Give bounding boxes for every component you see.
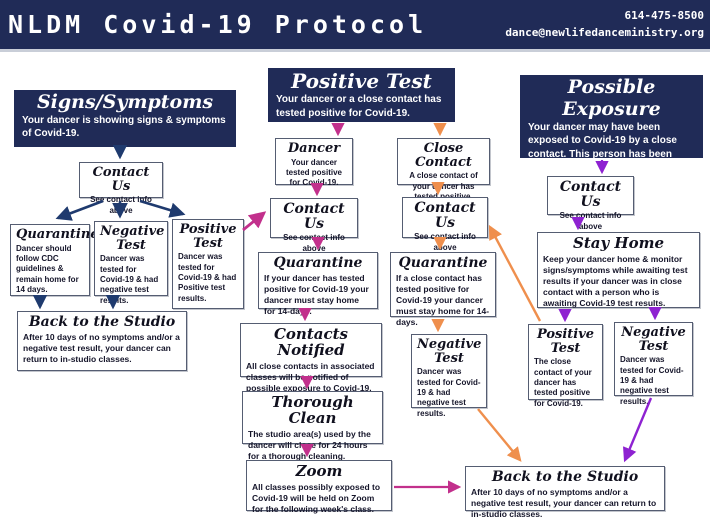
arrow-signs-positive-to-contact (242, 211, 267, 232)
box-body: Keep your dancer home & monitor signs/sy… (543, 253, 688, 308)
close-contact-negative-test-box: Negative Test Dancer was tested for Covi… (411, 334, 487, 418)
box-title: Contact Us (414, 200, 476, 231)
box-title: Close Contact (415, 141, 472, 170)
box-title: Negative Test (417, 337, 482, 366)
email-address: dance@newlifedanceministry.org (505, 25, 704, 39)
signs-negative-test-box: Negative Test Dancer was tested for Covi… (94, 221, 168, 305)
signs-back-to-studio-box: Back to the Studio After 10 days of no s… (17, 311, 187, 371)
box-title: Negative Test (100, 224, 165, 253)
box-body: Dancer was tested for Covid-19 & had neg… (100, 254, 159, 305)
arrow-exp-negative-to-back (623, 397, 653, 463)
possible-exposure-banner: Possible Exposure Your dancer may have b… (520, 75, 703, 187)
box-title: Positive Test (536, 327, 595, 356)
box-title: Contact Us (559, 179, 622, 210)
signs-positive-test-box: Positive Test Dancer was tested for Covi… (172, 219, 244, 309)
box-title: Stay Home (572, 234, 664, 252)
banner-title: Positive Test (291, 69, 432, 93)
phone-number: 614-475-8500 (624, 9, 704, 22)
arrow-negative-cc-to-back (477, 408, 522, 462)
box-title: Contact Us (283, 201, 345, 232)
banner-title: Possible Exposure (562, 76, 661, 120)
stay-home-box: Stay Home Keep your dancer home & monito… (537, 232, 700, 308)
box-body: If a close contact has tested positive f… (396, 272, 490, 327)
box-body: The close contact of your dancer has tes… (534, 357, 592, 408)
box-body: All classes possibly exposed to Covid-19… (252, 481, 381, 514)
signs-symptoms-banner: Signs/Symptoms Your dancer is showing si… (14, 90, 236, 147)
banner-body: Your dancer or a close contact has teste… (276, 94, 442, 119)
banner-title: Signs/Symptoms (36, 91, 214, 113)
box-title: Back to the Studio (491, 469, 639, 485)
box-body: Your dancer tested positive for Covid-19… (285, 157, 342, 188)
box-title: Dancer (287, 141, 341, 156)
signs-quarantine-box: Quarantine Dancer should follow CDC guid… (10, 224, 99, 296)
header-contact-info: 614-475-8500 dance@newlifedanceministry.… (505, 8, 704, 41)
box-title: Contact Us (92, 165, 150, 194)
box-title: Quarantine (398, 255, 488, 271)
banner-body: Your dancer is showing signs & symptoms … (22, 114, 226, 140)
box-title: Negative Test (621, 325, 686, 354)
box-body: Dancer should follow CDC guidelines & re… (16, 243, 79, 295)
dancer-quarantine-box: Quarantine If your dancer has tested pos… (258, 252, 378, 316)
box-title: Zoom (295, 462, 343, 480)
contacts-notified-box: Contacts Notified All close contacts in … (240, 323, 382, 393)
arrow-exp-positive-to-contact-cc (488, 224, 542, 322)
positive-test-banner: Positive Test Your dancer or a close con… (268, 68, 455, 122)
box-body: The studio area(s) used by the dancer wi… (248, 428, 371, 461)
box-title: Positive Test (179, 222, 237, 251)
dancer-box: Dancer Your dancer tested positive for C… (275, 138, 353, 187)
box-body: All close contacts in associated classes… (246, 360, 375, 393)
header-bar: NLDM Covid-19 Protocol 614-475-8500 danc… (0, 0, 710, 52)
box-body: See contact info above (90, 195, 152, 215)
signs-contact-us-box: Contact Us See contact info above (79, 162, 163, 215)
zoom-box: Zoom All classes possibly exposed to Cov… (246, 460, 392, 514)
close-contact-contact-us-box: Contact Us See contact info above (402, 197, 488, 252)
box-body: Dancer was tested for Covid-19 & had Pos… (178, 252, 237, 303)
exposure-negative-test-box: Negative Test Dancer was tested for Covi… (614, 322, 693, 406)
box-title: Contacts Notified (273, 325, 348, 359)
box-title: Back to the Studio (28, 314, 176, 330)
box-body: Dancer was tested for Covid-19 & had neg… (417, 367, 481, 418)
exposure-contact-us-box: Contact Us See contact info above (547, 176, 634, 231)
box-body: After 10 days of no symptoms and/or a ne… (23, 331, 180, 364)
back-to-studio-box: Back to the Studio After 10 days of no s… (465, 466, 665, 519)
box-body: After 10 days of no symptoms and/or a ne… (471, 486, 657, 519)
exposure-positive-test-box: Positive Test The close contact of your … (528, 324, 603, 408)
box-body: See contact info above (559, 211, 622, 231)
box-title: Quarantine (273, 255, 363, 271)
box-title: Quarantine (16, 227, 99, 242)
close-contact-box: Close Contact A close contact of your da… (397, 138, 490, 201)
box-title: Thorough Clean (271, 393, 354, 427)
close-contact-quarantine-box: Quarantine If a close contact has tested… (390, 252, 496, 327)
box-body: Dancer was tested for Covid-19 & had neg… (620, 355, 684, 406)
box-body: If your dancer has tested positive for C… (264, 272, 369, 316)
thorough-clean-box: Thorough Clean The studio area(s) used b… (242, 391, 383, 461)
box-body: See contact info above (414, 232, 476, 252)
dancer-contact-us-box: Contact Us See contact info above (270, 198, 358, 253)
page-title: NLDM Covid-19 Protocol (8, 10, 428, 39)
